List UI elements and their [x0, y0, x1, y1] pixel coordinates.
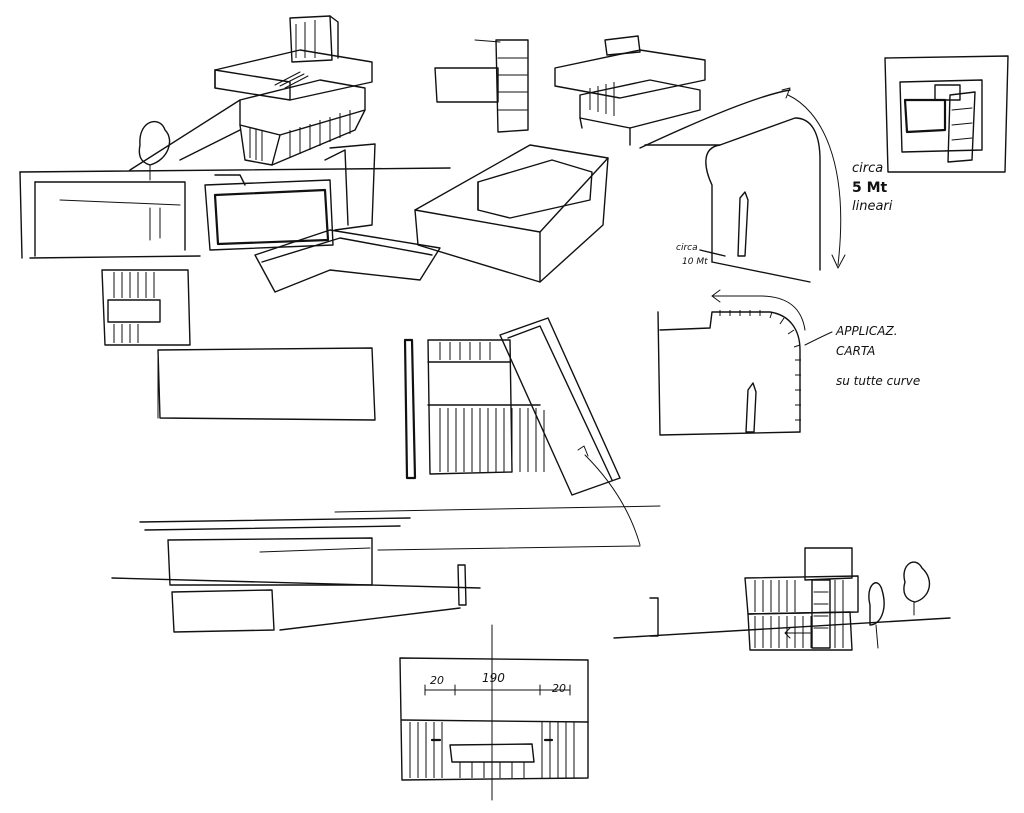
long-rectangle-sketch: [157, 347, 376, 421]
long-elevation-sketch: [19, 143, 451, 293]
curved-wall-section-sketch: APPLICAZ. CARTA su tutte curve: [657, 289, 920, 436]
applicaz-note: APPLICAZ.: [835, 324, 898, 338]
carta-note: CARTA: [836, 344, 875, 358]
circa-10mt-note-2: 10 Mt: [682, 257, 708, 267]
section-elevation-sketch: [111, 505, 661, 633]
circa-10mt-note-1: circa: [676, 243, 698, 253]
open-box-sketch: [414, 144, 609, 283]
axonometric-house-2-sketch: [554, 35, 791, 149]
lineari-note: lineari: [852, 199, 893, 214]
dim-right-label: 20: [552, 682, 566, 695]
human-figure-2-icon: [745, 382, 757, 433]
su-tutte-curve-note: su tutte curve: [836, 374, 920, 388]
dimensioned-section-sketch: 190 20 20: [399, 624, 589, 801]
five-mt-note: 5 Mt: [852, 180, 888, 196]
dim-center-label: 190: [482, 671, 505, 685]
axonometric-house-sketch: [129, 15, 373, 181]
circa-note: circa: [852, 161, 883, 176]
hatched-plan-sketch: [403, 317, 641, 546]
tree-2-icon: [903, 561, 931, 603]
dim-left-label: 20: [430, 674, 444, 687]
elevation-tree-sketch: [613, 547, 951, 651]
tree-icon: [868, 582, 885, 626]
human-figure-icon: [737, 191, 749, 257]
curved-wall-sketch: circa 5 Mt lineari circa 10 Mt: [644, 87, 893, 283]
small-plan-sketch: [101, 269, 191, 346]
tower-plan-sketch: [434, 39, 529, 133]
framed-plan-sketch: [884, 55, 1009, 173]
